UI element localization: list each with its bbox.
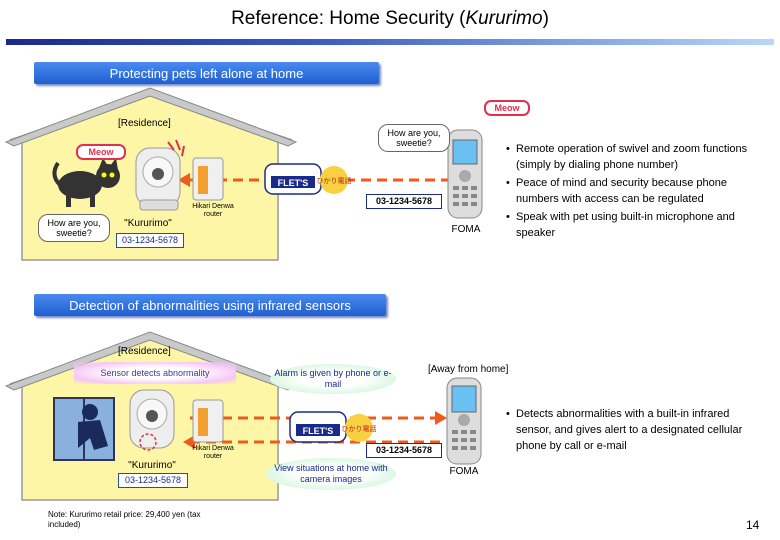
phone2-icon bbox=[446, 377, 482, 465]
speech-home-bubble: How are you, sweetie? bbox=[38, 214, 110, 242]
camera1-icon bbox=[135, 139, 185, 211]
cat-icon bbox=[52, 158, 120, 207]
arrow-left-2-icon bbox=[183, 435, 195, 449]
hikari-logo-icon bbox=[320, 166, 348, 194]
title-rule bbox=[6, 39, 774, 45]
view-situations-oval: View situations at home with camera imag… bbox=[266, 458, 396, 490]
phone1-icon bbox=[447, 129, 483, 219]
residence-label-2: [Residence] bbox=[118, 346, 171, 357]
page-title: Reference: Home Security (Kururimo) bbox=[231, 8, 549, 29]
sensor-detects-label: Sensor detects abnormality bbox=[74, 362, 236, 384]
device-number-2: 03-1234-5678 bbox=[118, 473, 188, 488]
meow-phone-badge: Meow bbox=[484, 100, 530, 116]
residence-label-1: [Residence] bbox=[118, 118, 171, 129]
router-label-2: Hikari Denwa router bbox=[192, 445, 234, 460]
phone-label-1: FOMA bbox=[451, 224, 481, 235]
bullet-item: Remote operation of swivel and zoom func… bbox=[504, 141, 754, 173]
device-name-1: "Kururimo" bbox=[124, 218, 172, 229]
hikari-text-2: ひかり電話 bbox=[342, 424, 377, 433]
phone-number-1: 03-1234-5678 bbox=[366, 194, 442, 209]
router2-icon bbox=[192, 399, 224, 443]
section1-bullets: Remote operation of swivel and zoom func… bbox=[504, 141, 754, 243]
intruder-window-icon bbox=[53, 397, 115, 461]
section2-bullets: Detects abnormalities with a built-in in… bbox=[504, 406, 754, 456]
page-number: 14 bbox=[746, 518, 760, 532]
device-number-1: 03-1234-5678 bbox=[116, 233, 184, 248]
hikari-text-1: ひかり電話 bbox=[317, 176, 352, 185]
phone-label-2: FOMA bbox=[449, 466, 479, 477]
flets-text-2: FLET'S bbox=[303, 426, 334, 436]
router-label-1: Hikari Denwa router bbox=[192, 203, 234, 218]
camera2-icon bbox=[129, 389, 175, 451]
bullet-item: Peace of mind and security because phone… bbox=[504, 175, 754, 207]
bullet-item: Speak with pet using built-in microphone… bbox=[504, 209, 754, 241]
meow-home-badge: Meow bbox=[76, 144, 126, 160]
price-note: Note: Kururimo retail price: 29,400 yen … bbox=[48, 510, 201, 529]
device-name-2: "Kururimo" bbox=[128, 460, 176, 471]
flets-text-1: FLET'S bbox=[278, 178, 309, 188]
router1-icon bbox=[192, 157, 224, 201]
house1-roof-icon bbox=[4, 87, 298, 147]
arrow-left-1-icon bbox=[178, 173, 190, 187]
phone-number-2: 03-1234-5678 bbox=[366, 443, 442, 458]
house2-roof-icon bbox=[4, 331, 298, 391]
away-label: [Away from home] bbox=[428, 364, 509, 375]
speech-phone-bubble: How are you, sweetie? bbox=[378, 124, 450, 152]
section2-banner: Detection of abnormalities using infrare… bbox=[34, 294, 386, 316]
alarm-oval: Alarm is given by phone or e-mail bbox=[270, 364, 396, 394]
bullet-item: Detects abnormalities with a built-in in… bbox=[504, 406, 754, 454]
arrow-right-2-icon bbox=[435, 411, 447, 425]
hikari-logo-2-icon bbox=[345, 414, 373, 442]
section1-banner: Protecting pets left alone at home bbox=[34, 62, 379, 84]
